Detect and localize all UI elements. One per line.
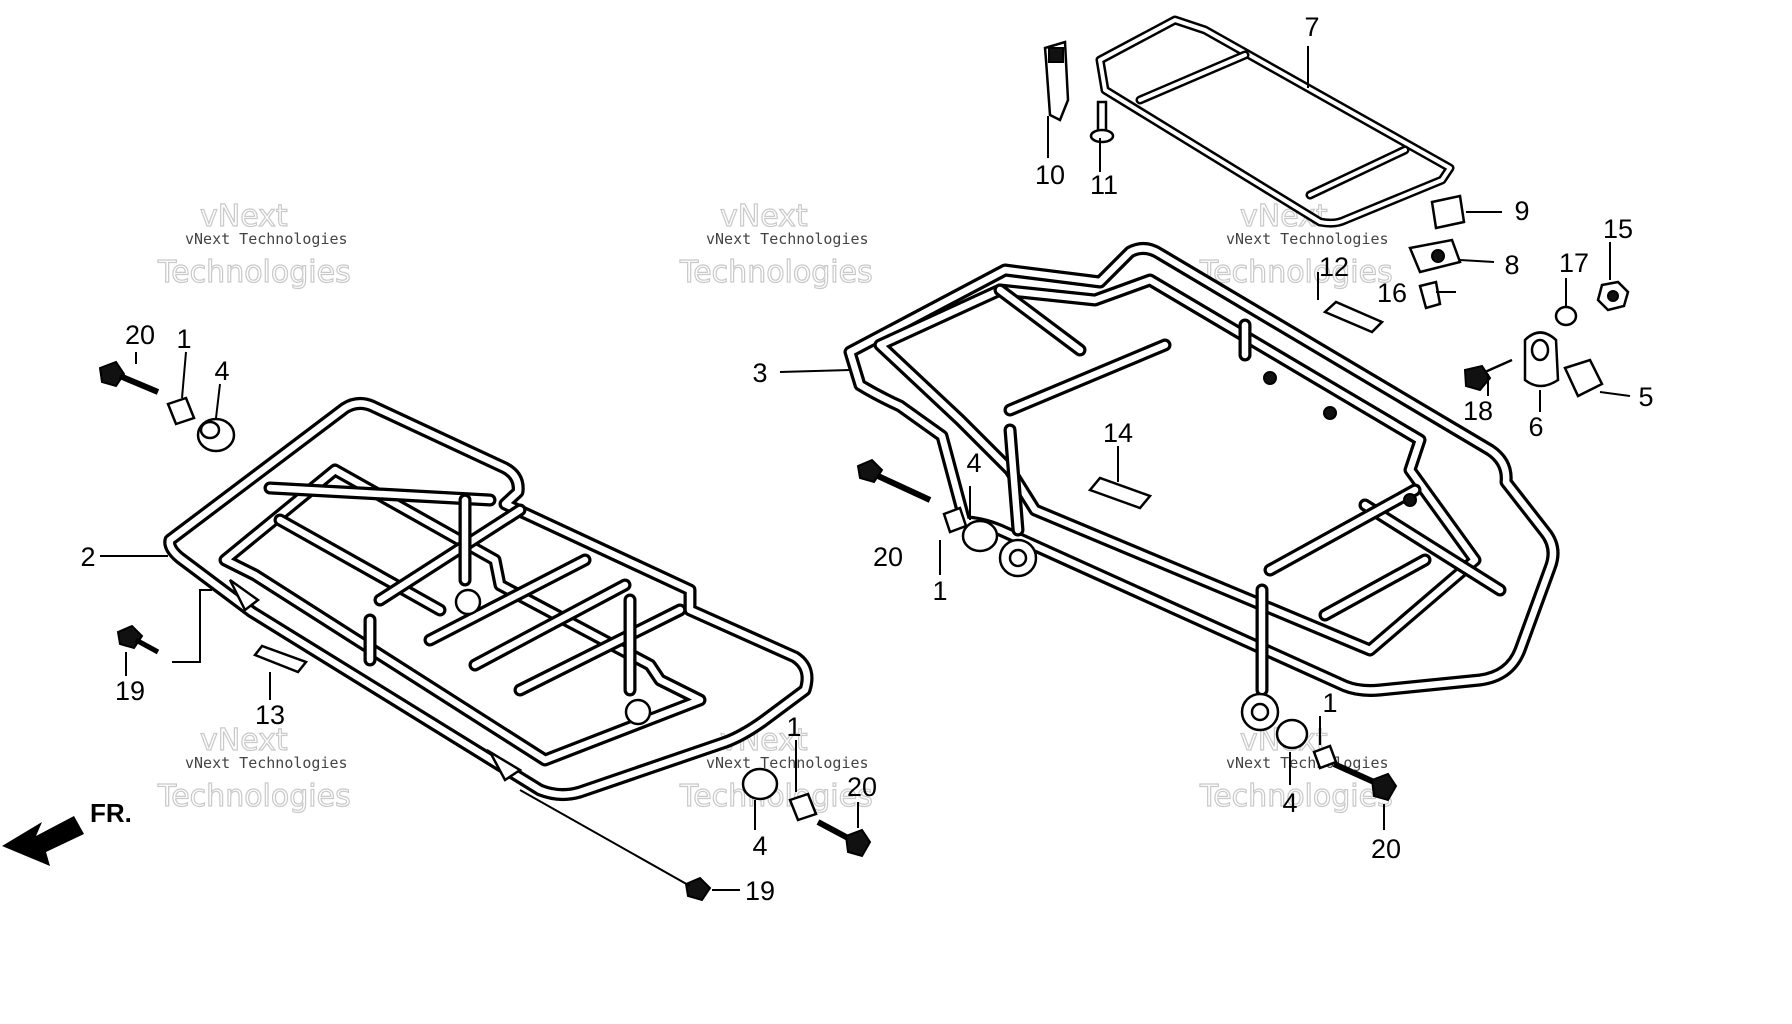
svg-text:vNext: vNext: [200, 723, 288, 758]
callout-12: 12: [1319, 252, 1349, 282]
watermark-2: vNext vNext Technologies Technologies: [678, 198, 873, 290]
callout-20-rear-right: 20: [1371, 834, 1401, 864]
bolt-part-19-front-left: [116, 624, 160, 655]
callout-20-front-right: 20: [847, 772, 877, 802]
bolt-part-20-rear-left: [856, 458, 932, 503]
callout-10: 10: [1035, 160, 1065, 190]
callout-16: 16: [1377, 278, 1407, 308]
clamp-part-5: [1563, 358, 1604, 398]
strap-part-10: [1043, 40, 1070, 122]
svg-text:vNext Technologies: vNext Technologies: [1226, 230, 1389, 248]
bushing-part-4-front-left: [196, 417, 236, 453]
label-part-12: [1322, 300, 1385, 334]
grommet-part-16: [1418, 280, 1442, 310]
svg-text:vNext: vNext: [200, 199, 288, 234]
callout-9: 9: [1514, 196, 1529, 226]
svg-text:vNext Technologies: vNext Technologies: [185, 230, 348, 248]
callout-1-front-right: 1: [786, 712, 801, 742]
front-direction-arrow-icon: [2, 816, 84, 866]
callout-13: 13: [255, 700, 285, 730]
callout-labels: 7 10 11 9 8 12 16 15 17 18 6 5 3 14 4 20…: [80, 12, 1653, 906]
leader-lines: [100, 46, 1631, 891]
callout-19-front-left: 19: [115, 676, 145, 706]
callout-4-rear-right: 4: [1282, 788, 1297, 818]
callout-2: 2: [80, 542, 95, 572]
svg-text:Technologies: Technologies: [679, 255, 873, 290]
bolt-part-20-front-right: [816, 819, 872, 858]
watermark-5: vNext vNext Technologies Technologies: [678, 722, 873, 814]
bolt-part-18: [1463, 358, 1513, 392]
callout-5: 5: [1638, 382, 1653, 412]
front-direction-label: FR.: [90, 798, 132, 828]
callout-4-rear-left: 4: [966, 448, 981, 478]
bolt-part-19-front-right: [684, 876, 712, 902]
callout-6: 6: [1528, 412, 1543, 442]
svg-text:vNext Technologies: vNext Technologies: [185, 754, 348, 772]
svg-text:vNext Technologies: vNext Technologies: [1226, 754, 1389, 772]
callout-20-rear-left: 20: [873, 542, 903, 572]
rear-rack-top-frame: [1095, 15, 1455, 228]
callout-20-front-left: 20: [125, 320, 155, 350]
svg-text:Technologies: Technologies: [1199, 779, 1393, 814]
bushing-part-4-rear-left: [961, 519, 999, 553]
callout-1-rear-right: 1: [1322, 688, 1337, 718]
svg-text:Technologies: Technologies: [1199, 255, 1393, 290]
callout-19-front-right: 19: [745, 876, 775, 906]
callout-1-front-left: 1: [176, 324, 191, 354]
nut-part-15: [1596, 280, 1630, 312]
bushing-part-4-front-right: [741, 767, 779, 801]
watermark-1: vNext vNext Technologies Technologies: [156, 198, 351, 290]
callout-4-front-left: 4: [214, 356, 229, 386]
callout-14: 14: [1103, 418, 1133, 448]
callout-11: 11: [1090, 170, 1118, 200]
label-part-13: [252, 644, 309, 674]
callout-15: 15: [1603, 214, 1633, 244]
svg-text:Technologies: Technologies: [157, 255, 351, 290]
callout-1-rear-left: 1: [932, 576, 947, 606]
front-carrier-rack: [163, 396, 814, 802]
clip-part-8: [1408, 238, 1462, 274]
svg-text:vNext: vNext: [720, 199, 808, 234]
rear-carrier-rack: [843, 242, 1560, 732]
callout-7: 7: [1304, 12, 1319, 42]
svg-text:vNext Technologies: vNext Technologies: [706, 754, 869, 772]
bolt-part-20-rear-right: [1332, 761, 1398, 802]
watermark-4: vNext vNext Technologies Technologies: [156, 722, 351, 814]
bushing-part-4-rear-right: [1275, 718, 1309, 750]
callout-18: 18: [1463, 396, 1493, 426]
screw-part-11: [1089, 100, 1115, 144]
collar-part-9: [1430, 194, 1466, 230]
callout-4-front-right: 4: [752, 831, 767, 861]
svg-text:Technologies: Technologies: [157, 779, 351, 814]
bracket-part-6: [1523, 331, 1560, 388]
bolt-part-20-front-left: [98, 360, 160, 395]
callout-17: 17: [1559, 248, 1589, 278]
collar-part-1-front-left: [166, 396, 196, 426]
callout-3: 3: [752, 358, 767, 388]
svg-text:vNext Technologies: vNext Technologies: [706, 230, 869, 248]
label-part-14: [1087, 476, 1153, 510]
collar-part-1-front-right: [788, 792, 818, 822]
callout-8: 8: [1504, 250, 1519, 280]
washer-part-17: [1554, 305, 1578, 327]
